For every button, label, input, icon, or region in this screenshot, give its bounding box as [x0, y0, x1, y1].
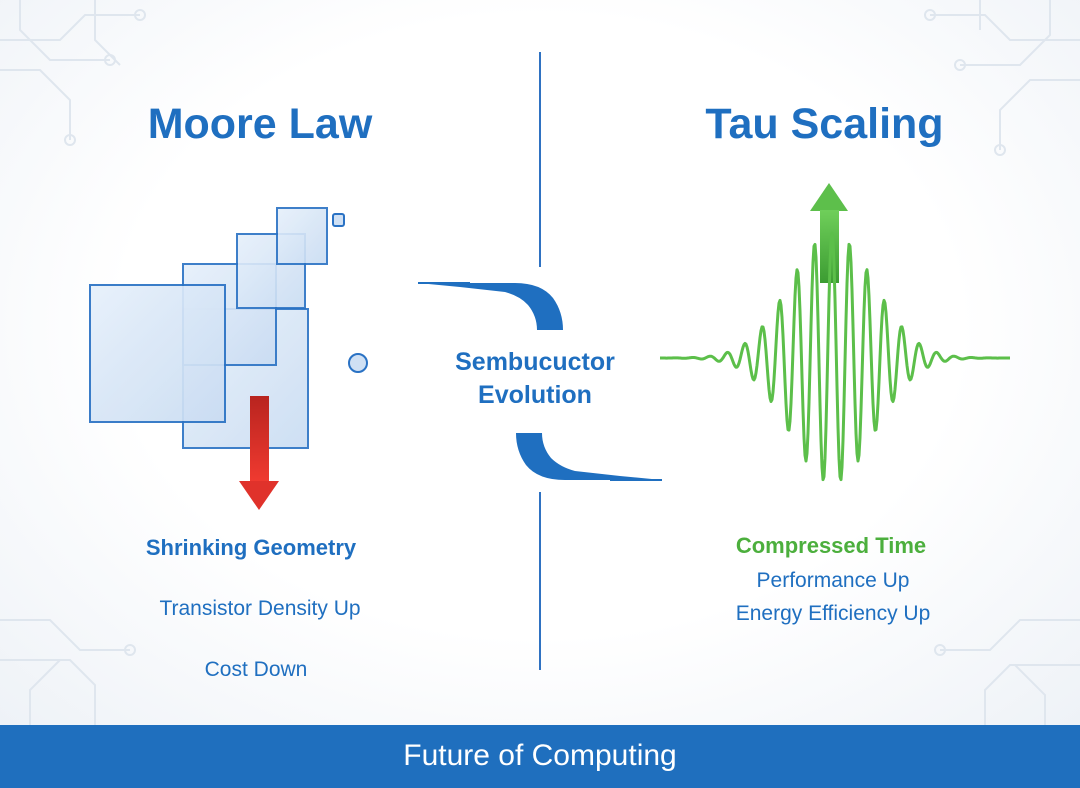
- nested-squares-icon: [89, 207, 368, 449]
- cost-down-label: Cost Down: [204, 658, 308, 681]
- moore-law-title: Moore Law: [147, 100, 373, 148]
- center-divider-bottom: [539, 492, 541, 670]
- down-arrow-icon: [239, 396, 279, 510]
- compressed-time-label: Compressed Time: [735, 533, 927, 558]
- shrinking-geometry-label: Shrinking Geometry: [145, 535, 357, 560]
- transistor-density-label: Transistor Density Up: [159, 597, 361, 620]
- bracket-connector-icon: [418, 282, 662, 481]
- tau-scaling-title: Tau Scaling: [705, 100, 944, 148]
- center-label-line1: Sembucuctor: [455, 348, 615, 376]
- center-label-line2: Evolution: [478, 381, 592, 409]
- footer-bar: Future of Computing: [0, 725, 1080, 788]
- footer-text: Future of Computing: [403, 739, 677, 772]
- center-divider-top: [539, 52, 541, 267]
- energy-efficiency-label: Energy Efficiency Up: [735, 602, 931, 625]
- waveform-icon: [659, 231, 1011, 482]
- performance-up-label: Performance Up: [756, 569, 910, 592]
- diagram-artwork: [89, 183, 1011, 510]
- slide-canvas: Moore Law Tau Scaling Sembucuctor Evolut…: [0, 0, 1080, 725]
- circuit-trace-pattern: [0, 0, 1080, 725]
